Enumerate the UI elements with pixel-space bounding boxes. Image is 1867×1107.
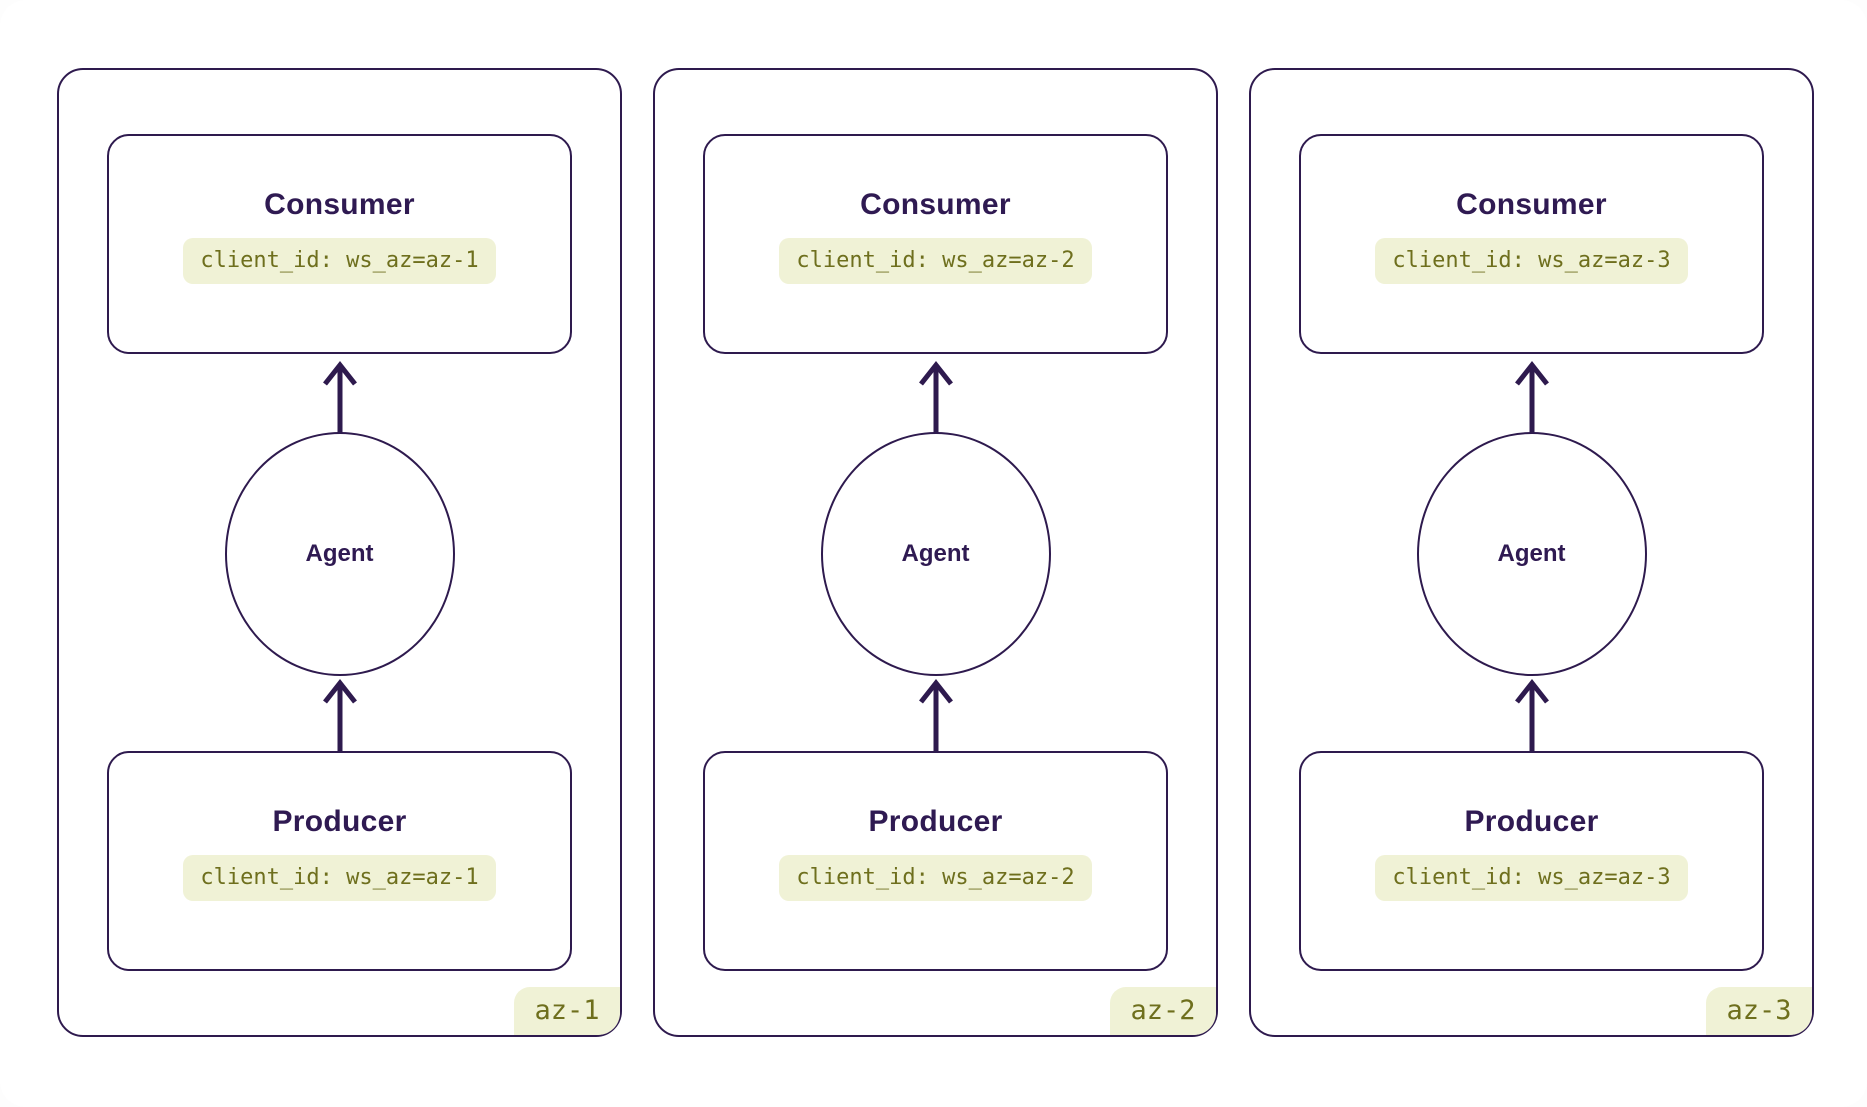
- producer-client-id-chip: client_id: ws_az=az-3: [1375, 855, 1688, 901]
- producer-node: Producer client_id: ws_az=az-3: [1299, 751, 1764, 971]
- zone-panel-az-3: Consumer client_id: ws_az=az-3 Agent Pro…: [1249, 68, 1814, 1037]
- consumer-client-id-chip: client_id: ws_az=az-2: [779, 238, 1092, 284]
- consumer-title: Consumer: [860, 188, 1011, 221]
- arrow-producer-to-agent-icon: [1514, 678, 1549, 752]
- zone-panel-az-2: Consumer client_id: ws_az=az-2 Agent Pro…: [653, 68, 1218, 1037]
- arrow-agent-to-consumer-icon: [322, 360, 357, 434]
- consumer-title: Consumer: [264, 188, 415, 221]
- producer-client-id-chip: client_id: ws_az=az-1: [183, 855, 496, 901]
- zone-badge: az-1: [514, 987, 620, 1035]
- producer-title: Producer: [868, 805, 1003, 838]
- availability-zones-row: Consumer client_id: ws_az=az-1 Agent Pro…: [57, 68, 1814, 1037]
- producer-title: Producer: [1464, 805, 1599, 838]
- producer-title: Producer: [272, 805, 407, 838]
- producer-node: Producer client_id: ws_az=az-1: [107, 751, 572, 971]
- consumer-client-id-chip: client_id: ws_az=az-1: [183, 238, 496, 284]
- arrow-producer-to-agent-icon: [918, 678, 953, 752]
- arrow-producer-to-agent-icon: [322, 678, 357, 752]
- consumer-client-id-chip: client_id: ws_az=az-3: [1375, 238, 1688, 284]
- producer-client-id-chip: client_id: ws_az=az-2: [779, 855, 1092, 901]
- consumer-node: Consumer client_id: ws_az=az-2: [703, 134, 1168, 354]
- agent-label: Agent: [1497, 540, 1566, 567]
- producer-node: Producer client_id: ws_az=az-2: [703, 751, 1168, 971]
- consumer-node: Consumer client_id: ws_az=az-1: [107, 134, 572, 354]
- consumer-title: Consumer: [1456, 188, 1607, 221]
- agent-label: Agent: [305, 540, 374, 567]
- arrow-agent-to-consumer-icon: [918, 360, 953, 434]
- agent-circle: Agent: [820, 432, 1051, 676]
- arrow-agent-to-consumer-icon: [1514, 360, 1549, 434]
- consumer-node: Consumer client_id: ws_az=az-3: [1299, 134, 1764, 354]
- agent-circle: Agent: [224, 432, 455, 676]
- zone-panel-az-1: Consumer client_id: ws_az=az-1 Agent Pro…: [57, 68, 622, 1037]
- zone-badge: az-3: [1706, 987, 1812, 1035]
- agent-label: Agent: [901, 540, 970, 567]
- agent-circle: Agent: [1416, 432, 1647, 676]
- zone-badge: az-2: [1110, 987, 1216, 1035]
